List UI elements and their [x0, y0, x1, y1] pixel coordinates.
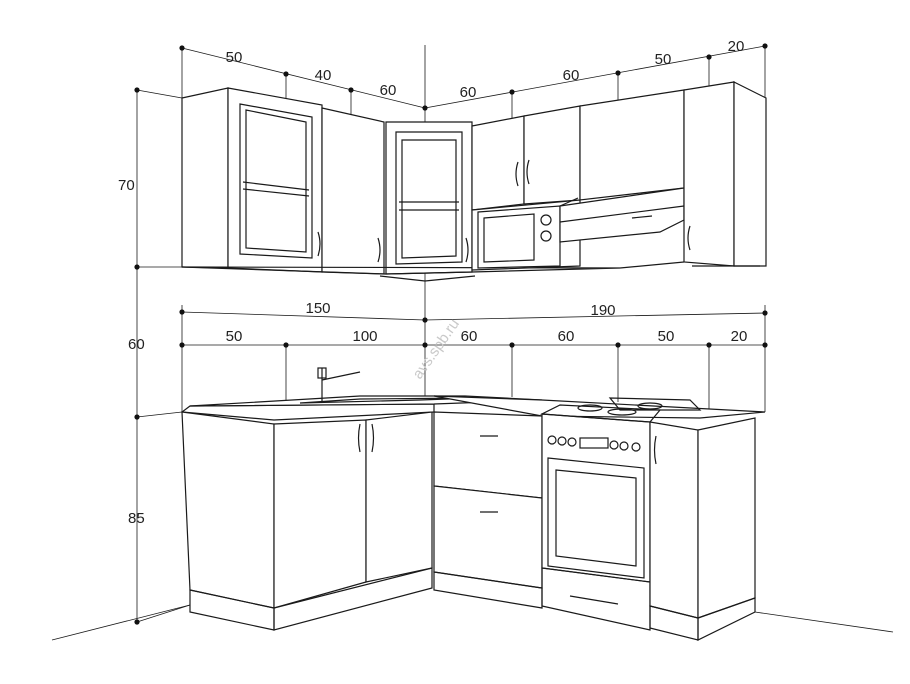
lower-dimension-lines: [179, 305, 768, 412]
base-height-label: 85: [128, 510, 145, 527]
lower-left-dim-1: 50: [226, 328, 243, 345]
watermark: avs.spb.ru: [409, 316, 463, 382]
upper-right-dim-3: 50: [655, 51, 672, 68]
lower-right-dim-3: 50: [658, 328, 675, 345]
lower-left-total-label: 150: [305, 300, 330, 317]
upper-left-dim-2: 40: [315, 67, 332, 84]
lower-right-total-label: 190: [590, 302, 615, 319]
upper-left-dim-3: 60: [380, 82, 397, 99]
upper-cabinets-left: [181, 87, 621, 282]
upper-right-dim-4: 20: [728, 38, 745, 55]
upper-cabinets-right: [471, 81, 767, 271]
upper-dimension-lines: [179, 43, 768, 118]
upper-dimension-labels: 50 40 60 60 60 50 20: [226, 38, 745, 101]
upper-right-dim-1: 60: [460, 84, 477, 101]
gap-height-label: 60: [128, 336, 145, 353]
lower-dimension-labels: 150 190 50 100 60 60 50 20: [226, 300, 748, 345]
upper-left-dim-1: 50: [226, 49, 243, 66]
base-cabinets: [180, 367, 766, 641]
lower-right-dim-4: 20: [731, 328, 748, 345]
vertical-dimension-line: 70 60 85: [118, 87, 191, 625]
lower-right-dim-1: 60: [461, 328, 478, 345]
upper-height-label: 70: [118, 177, 135, 194]
floor-lines: [51, 604, 894, 641]
lower-right-dim-2: 60: [558, 328, 575, 345]
upper-right-dim-2: 60: [563, 67, 580, 84]
lower-left-dim-2: 100: [352, 328, 377, 345]
